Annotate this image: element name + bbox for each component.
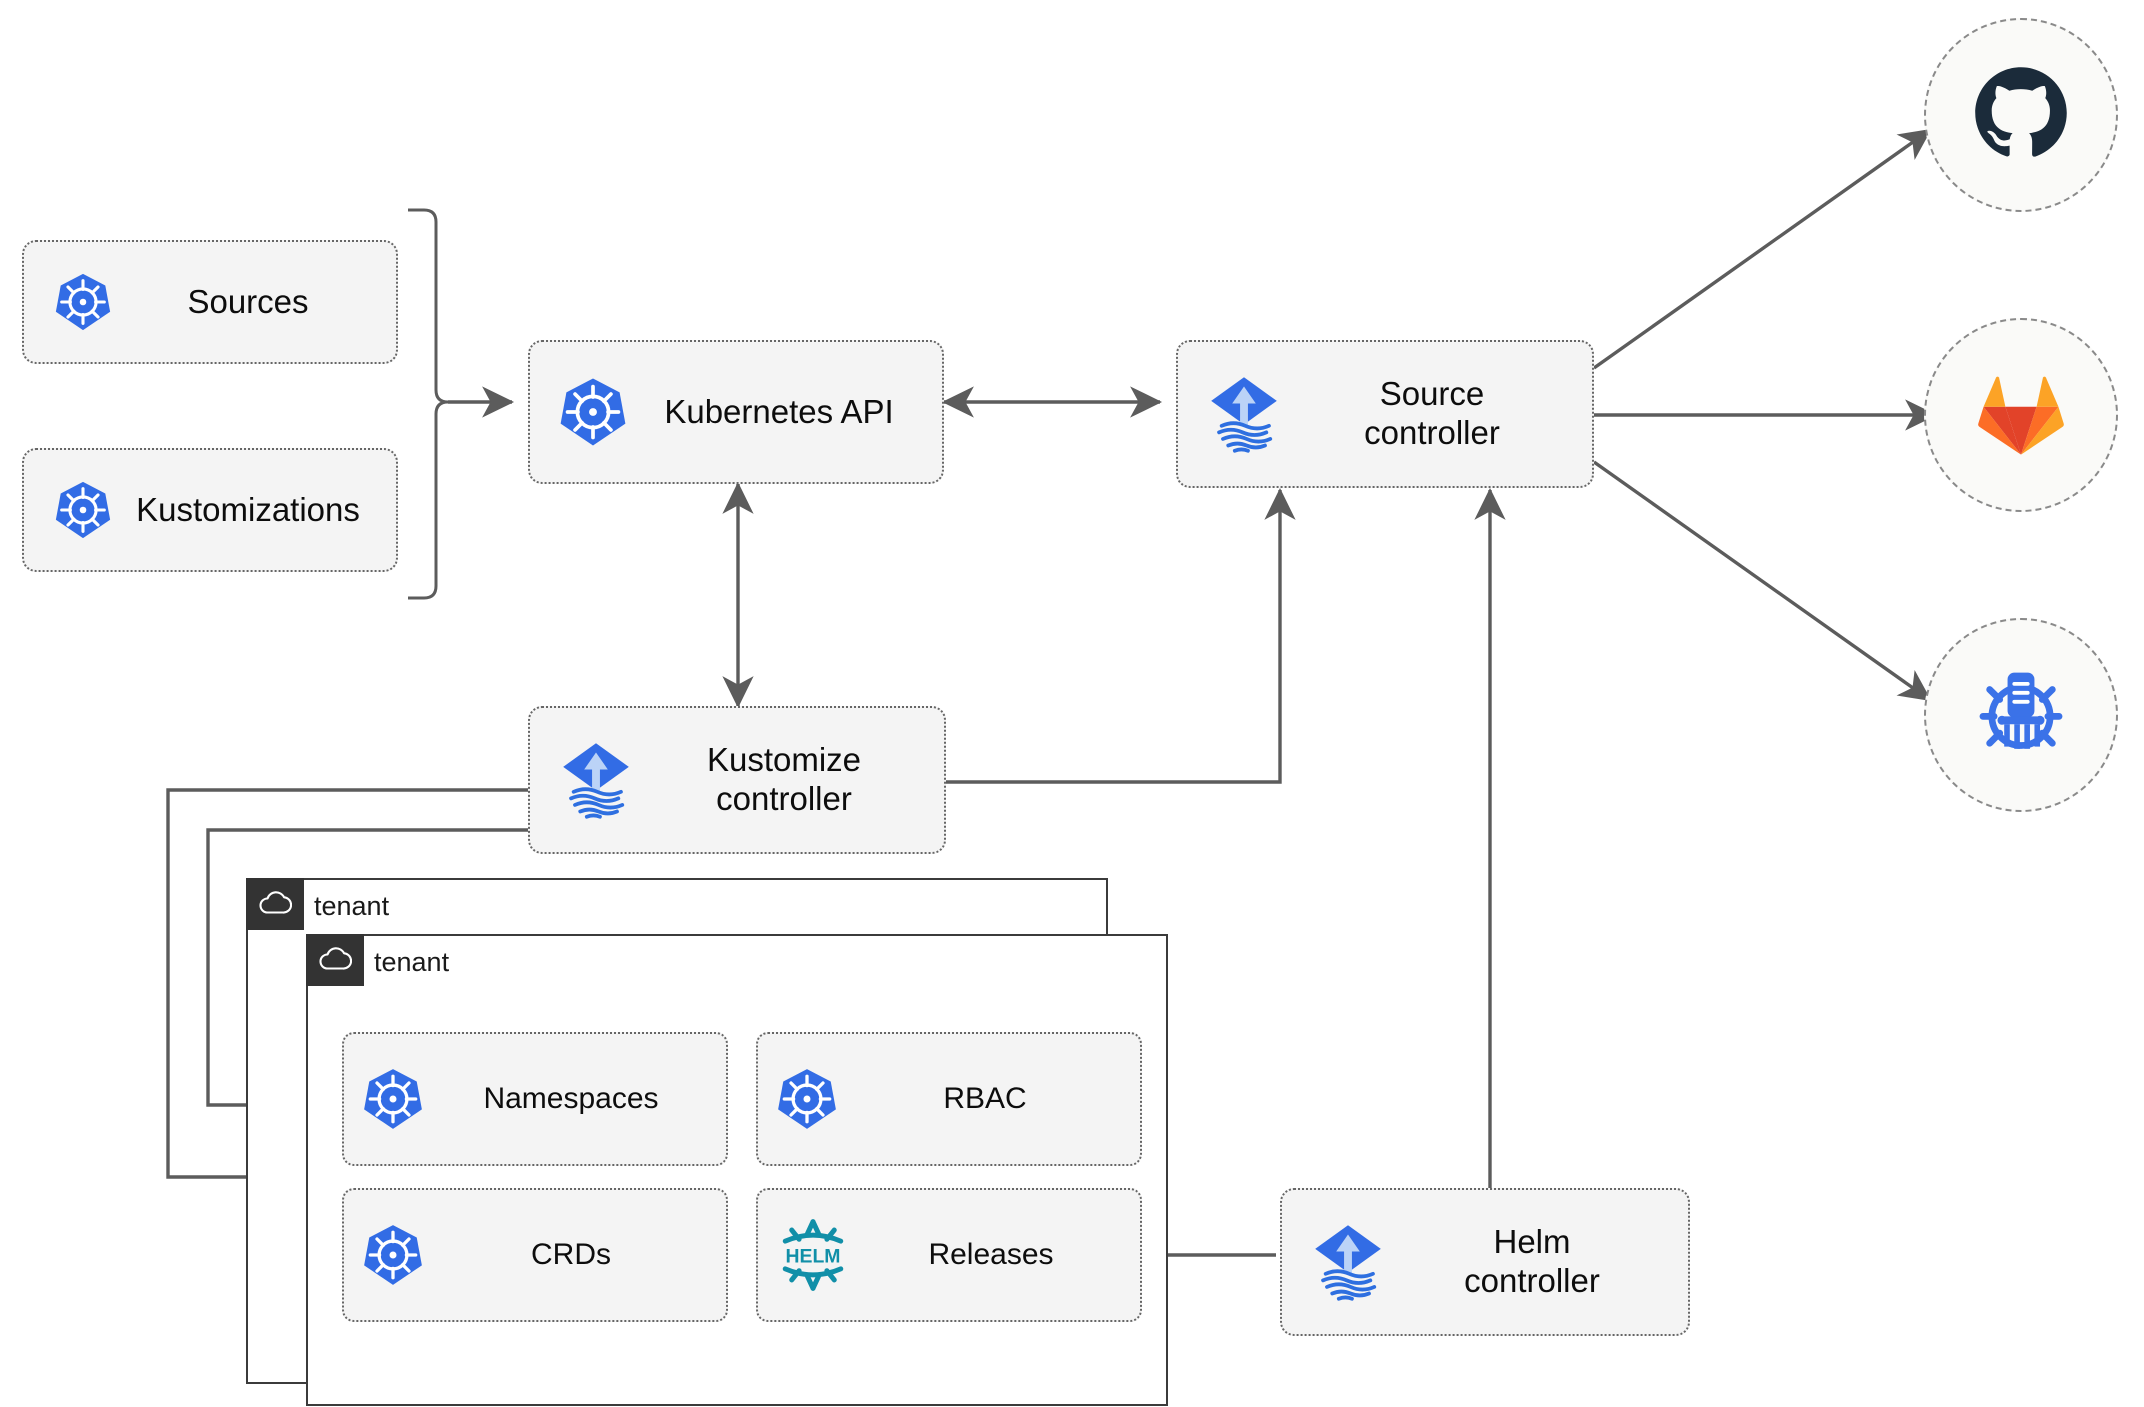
endpoint-github[interactable] (1924, 18, 2118, 212)
node-label-kustomize-controller: Kustomize controller (706, 741, 862, 817)
helm-wordmark: HELM (786, 1245, 841, 1267)
node-label-source-controller: Source controller (1364, 375, 1500, 451)
tenant-tab-back (246, 878, 304, 930)
kubernetes-icon (24, 479, 114, 541)
edge-source-controller-to-helm-repository (1593, 460, 1932, 702)
edge-kustomize-to-source-controller (946, 487, 1296, 784)
resource-label-rbac: RBAC (943, 1082, 1027, 1115)
endpoint-gitlab[interactable] (1924, 318, 2118, 512)
tenant-label-front: tenant (374, 947, 450, 977)
input-label-kustomizations: Kustomizations (136, 490, 360, 528)
resource-releases[interactable]: HELM Releases (756, 1188, 1142, 1322)
flux-icon (1178, 372, 1286, 456)
node-helm-controller[interactable]: Helm controller (1280, 1188, 1690, 1336)
kubernetes-icon (344, 1222, 426, 1288)
node-kustomize-controller[interactable]: Kustomize controller (528, 706, 946, 854)
node-source-controller[interactable]: Source controller (1176, 340, 1594, 488)
kubernetes-icon (530, 375, 630, 449)
gitlab-icon (1969, 361, 2073, 470)
node-label-helm-controller: Helm controller (1464, 1223, 1600, 1299)
resource-label-releases: Releases (928, 1238, 1054, 1271)
input-box-kustomizations[interactable]: Kustomizations (22, 448, 398, 572)
flux-icon (1282, 1220, 1390, 1304)
kubernetes-icon (344, 1066, 426, 1132)
tenant-tab-front (306, 934, 364, 986)
resource-label-crds: CRDs (531, 1238, 611, 1271)
helm-icon: HELM (758, 1218, 852, 1292)
cloud-icon (258, 889, 293, 920)
edge-source-controller-to-github (1593, 128, 1932, 370)
kubernetes-icon (24, 271, 114, 333)
input-box-sources[interactable]: Sources (22, 240, 398, 364)
flux-icon (530, 738, 638, 822)
resource-crds[interactable]: CRDs (342, 1188, 728, 1322)
helm-repository-icon (1965, 657, 2077, 774)
tenant-resource-grid: Namespaces (342, 1032, 1142, 1322)
node-kubernetes-api[interactable]: Kubernetes API (528, 340, 944, 484)
endpoint-helm-repository[interactable] (1924, 618, 2118, 812)
resource-namespaces[interactable]: Namespaces (342, 1032, 728, 1166)
tenant-label-back: tenant (314, 891, 390, 921)
cloud-icon (318, 945, 353, 976)
node-label-kubernetes-api: Kubernetes API (664, 392, 894, 430)
inputs-bracket (408, 208, 449, 600)
input-label-sources: Sources (187, 282, 309, 320)
tenant-panel-front[interactable]: tenant Na (306, 934, 1168, 1406)
github-icon (1969, 61, 2073, 170)
kubernetes-icon (758, 1066, 840, 1132)
resource-rbac[interactable]: RBAC (756, 1032, 1142, 1166)
resource-label-namespaces: Namespaces (483, 1082, 659, 1115)
